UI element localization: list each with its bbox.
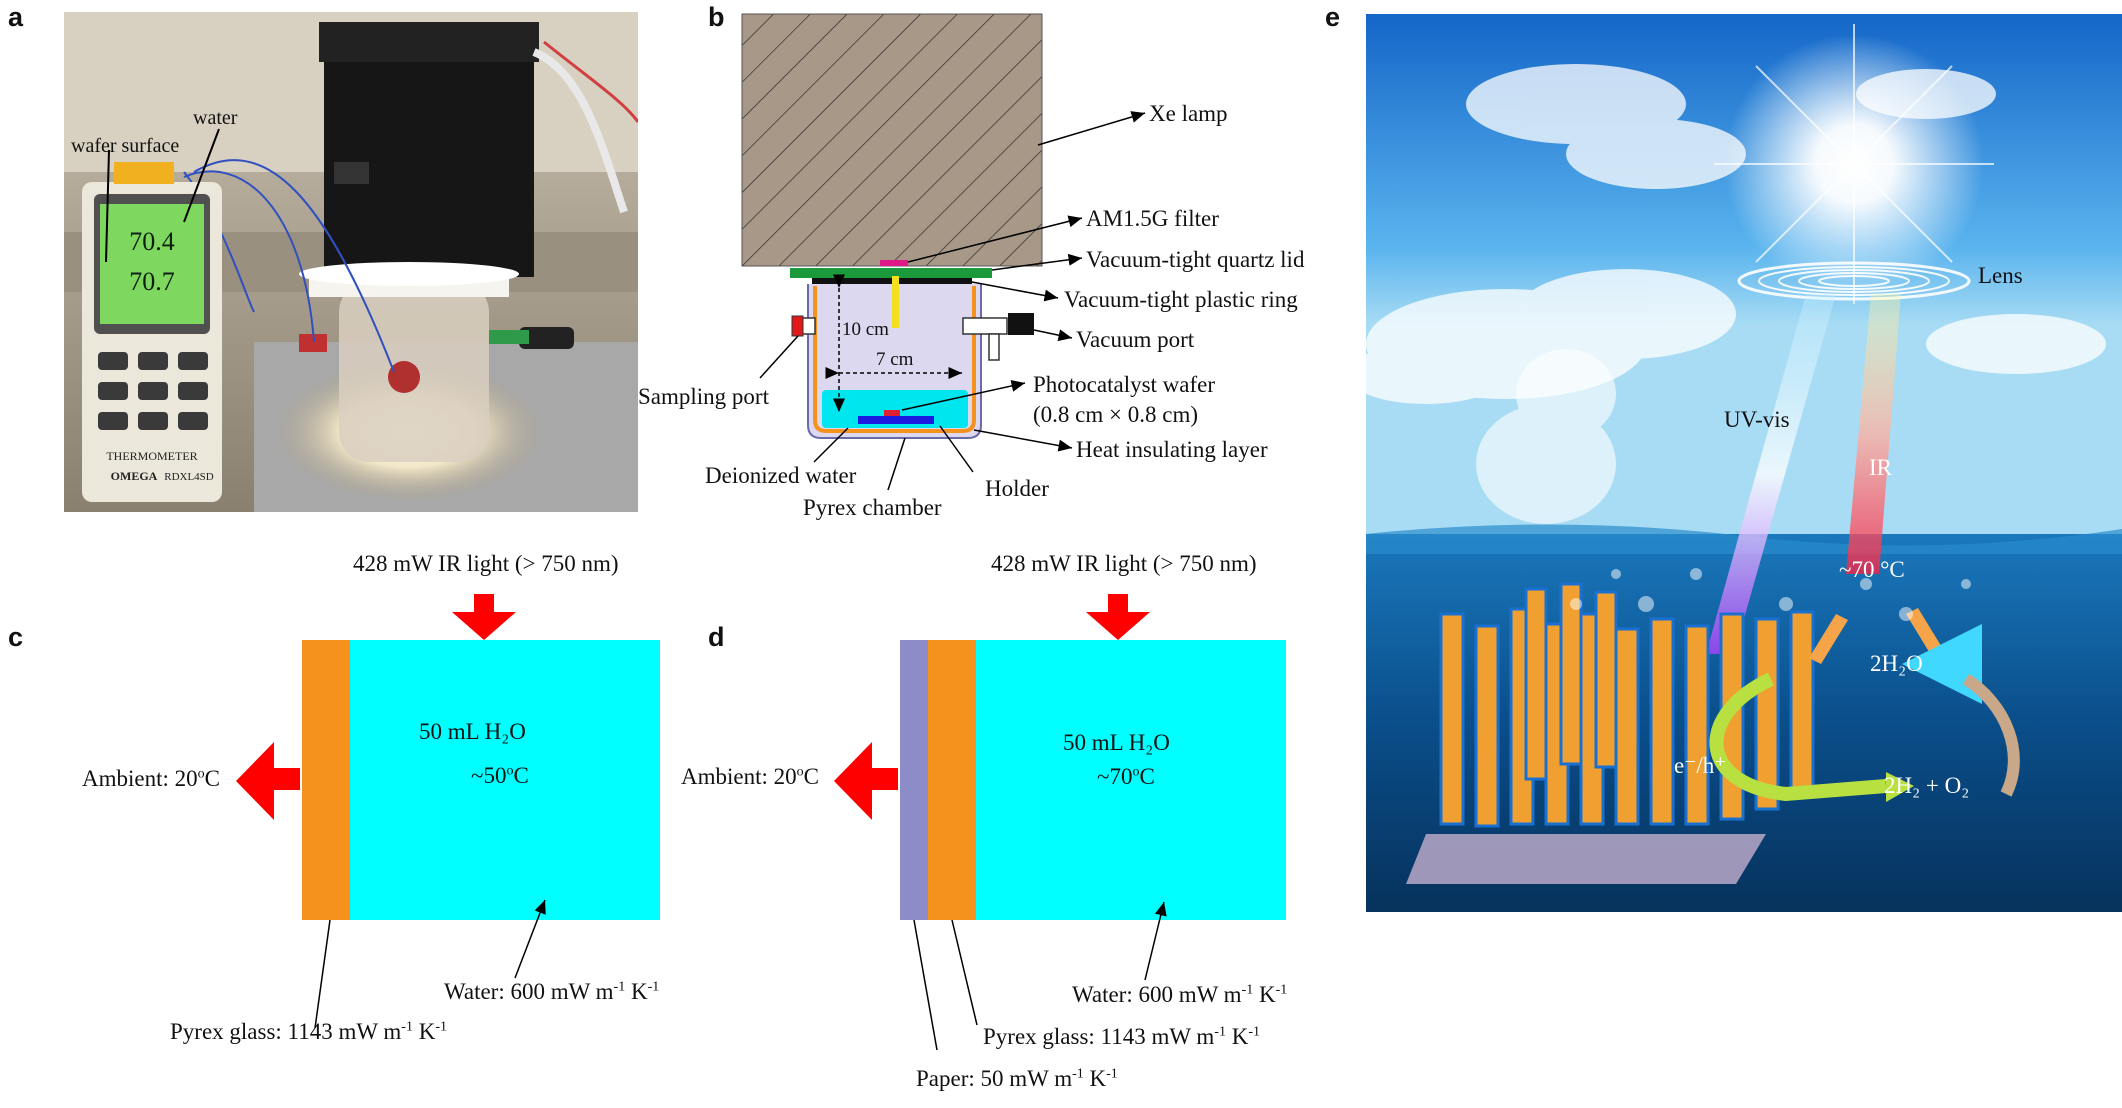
uv-vis-label: UV-vis — [1724, 407, 1790, 432]
volume-label-c: 50 mL H₂O — [419, 719, 526, 744]
plastic-ring-label: Vacuum-tight plastic ring — [1064, 287, 1298, 312]
pyrex-chamber-label: Pyrex chamber — [803, 495, 942, 520]
panel-label-a: a — [8, 2, 24, 32]
ir-beam — [1846, 294, 1901, 574]
filter-label: AM1.5G filter — [1086, 206, 1219, 231]
panel-b-schematic: Xe lamp AM1.5G filter Vacuum-tight quart… — [638, 0, 1340, 540]
heat-model-d — [834, 594, 1286, 1051]
paper-layer-d — [900, 640, 928, 920]
ambient-label-d: Ambient: 20oC — [681, 764, 819, 789]
panel-label-d: d — [708, 622, 725, 652]
ambient-arrow-c — [236, 742, 300, 820]
water-conductivity-d: Water: 600 mW m-1 K-1 — [1072, 982, 1288, 1007]
panel-d-heat-model: 428 mW IR light (> 750 nm) 50 mL H₂O ~70… — [640, 540, 1340, 1103]
panel-label-b: b — [708, 2, 725, 32]
lens-label: Lens — [1978, 263, 2023, 288]
paper-conductivity-d: Paper: 50 mW m-1 K-1 — [916, 1066, 1118, 1091]
deionized-water-label: Deionized water — [705, 463, 857, 488]
height-label: 10 cm — [842, 319, 889, 340]
quartz-lid-label: Vacuum-tight quartz lid — [1086, 247, 1305, 272]
water-conductivity-c: Water: 600 mW m-1 K-1 — [444, 979, 660, 1004]
ir-arrow-c — [452, 594, 516, 640]
glass-conductivity-c: Pyrex glass: 1143 mW m-1 K-1 — [170, 1019, 447, 1044]
vacuum-port-label: Vacuum port — [1076, 327, 1195, 352]
charge-carriers-label: e⁻/h⁺ — [1674, 753, 1727, 778]
panel-label-e: e — [1325, 2, 1341, 32]
wafer-label-line2: (0.8 cm × 0.8 cm) — [1033, 402, 1198, 427]
pyrex-layer-d — [928, 640, 976, 920]
water-box-d — [976, 640, 1286, 920]
lab-setup-photo: 70.4 70.7 THERMOMETER OMEGA RDXL4SD — [64, 12, 638, 512]
water-label: water — [193, 107, 238, 129]
heat-model-c — [236, 594, 660, 1029]
thermometer-reading-bottom: 70.7 — [129, 267, 175, 296]
lens — [1737, 261, 1971, 301]
pyrex-layer-c — [302, 640, 350, 920]
panel-a-photo: 70.4 70.7 THERMOMETER OMEGA RDXL4SD wafe… — [64, 12, 638, 512]
xe-lamp-label: Xe lamp — [1149, 101, 1228, 126]
thermometer-device-label: THERMOMETER — [106, 449, 197, 463]
photocatalyst-wafer — [884, 410, 900, 416]
temp-label-d: ~70oC — [1097, 764, 1155, 789]
xe-lamp-body — [741, 13, 1043, 267]
chamber-schematic — [741, 13, 1146, 491]
panel-label-c: c — [8, 622, 24, 652]
panel-c-heat-model: 428 mW IR light (> 750 nm) 50 mL H₂O ~50… — [0, 540, 700, 1103]
ir-light-label-c: 428 mW IR light (> 750 nm) — [353, 551, 619, 576]
insulating-label: Heat insulating layer — [1076, 437, 1268, 462]
holder — [858, 416, 934, 424]
volume-label-d: 50 mL H₂O — [1063, 730, 1170, 755]
temp-label-c: ~50oC — [471, 763, 529, 788]
ambient-label-c: Ambient: 20oC — [82, 766, 220, 791]
thermometer-reading-top: 70.4 — [129, 227, 175, 256]
glass-conductivity-d: Pyrex glass: 1143 mW m-1 K-1 — [983, 1024, 1260, 1049]
thermometer-brand: OMEGA — [111, 469, 158, 483]
temperature-label: ~70 °C — [1839, 557, 1905, 582]
thermometer-model: RDXL4SD — [164, 471, 214, 483]
substrate-plate — [1406, 834, 1766, 884]
water-molecule-label: 2H₂O — [1870, 651, 1923, 676]
wafer-label-line1: Photocatalyst wafer — [1033, 372, 1216, 397]
solar-water-splitting-illustration — [1366, 14, 2122, 912]
ir-light-label-d: 428 mW IR light (> 750 nm) — [991, 551, 1257, 576]
water-box-c — [350, 640, 660, 920]
uv-vis-beam — [1706, 294, 1836, 654]
ambient-arrow-d — [834, 742, 898, 820]
sampling-port-label: Sampling port — [638, 384, 769, 409]
holder-label: Holder — [985, 476, 1049, 501]
wafer-surface-label: wafer surface — [71, 135, 180, 157]
ir-label: IR — [1869, 455, 1892, 480]
width-label: 7 cm — [876, 349, 914, 370]
products-label: 2H₂ + O₂ — [1884, 773, 1970, 798]
quartz-lid — [790, 268, 992, 278]
ir-arrow-d — [1086, 594, 1150, 640]
panel-e-illustration: Lens UV-vis IR ~70 °C 2H₂O e⁻/h⁺ 2H₂ + O… — [1366, 14, 2122, 912]
